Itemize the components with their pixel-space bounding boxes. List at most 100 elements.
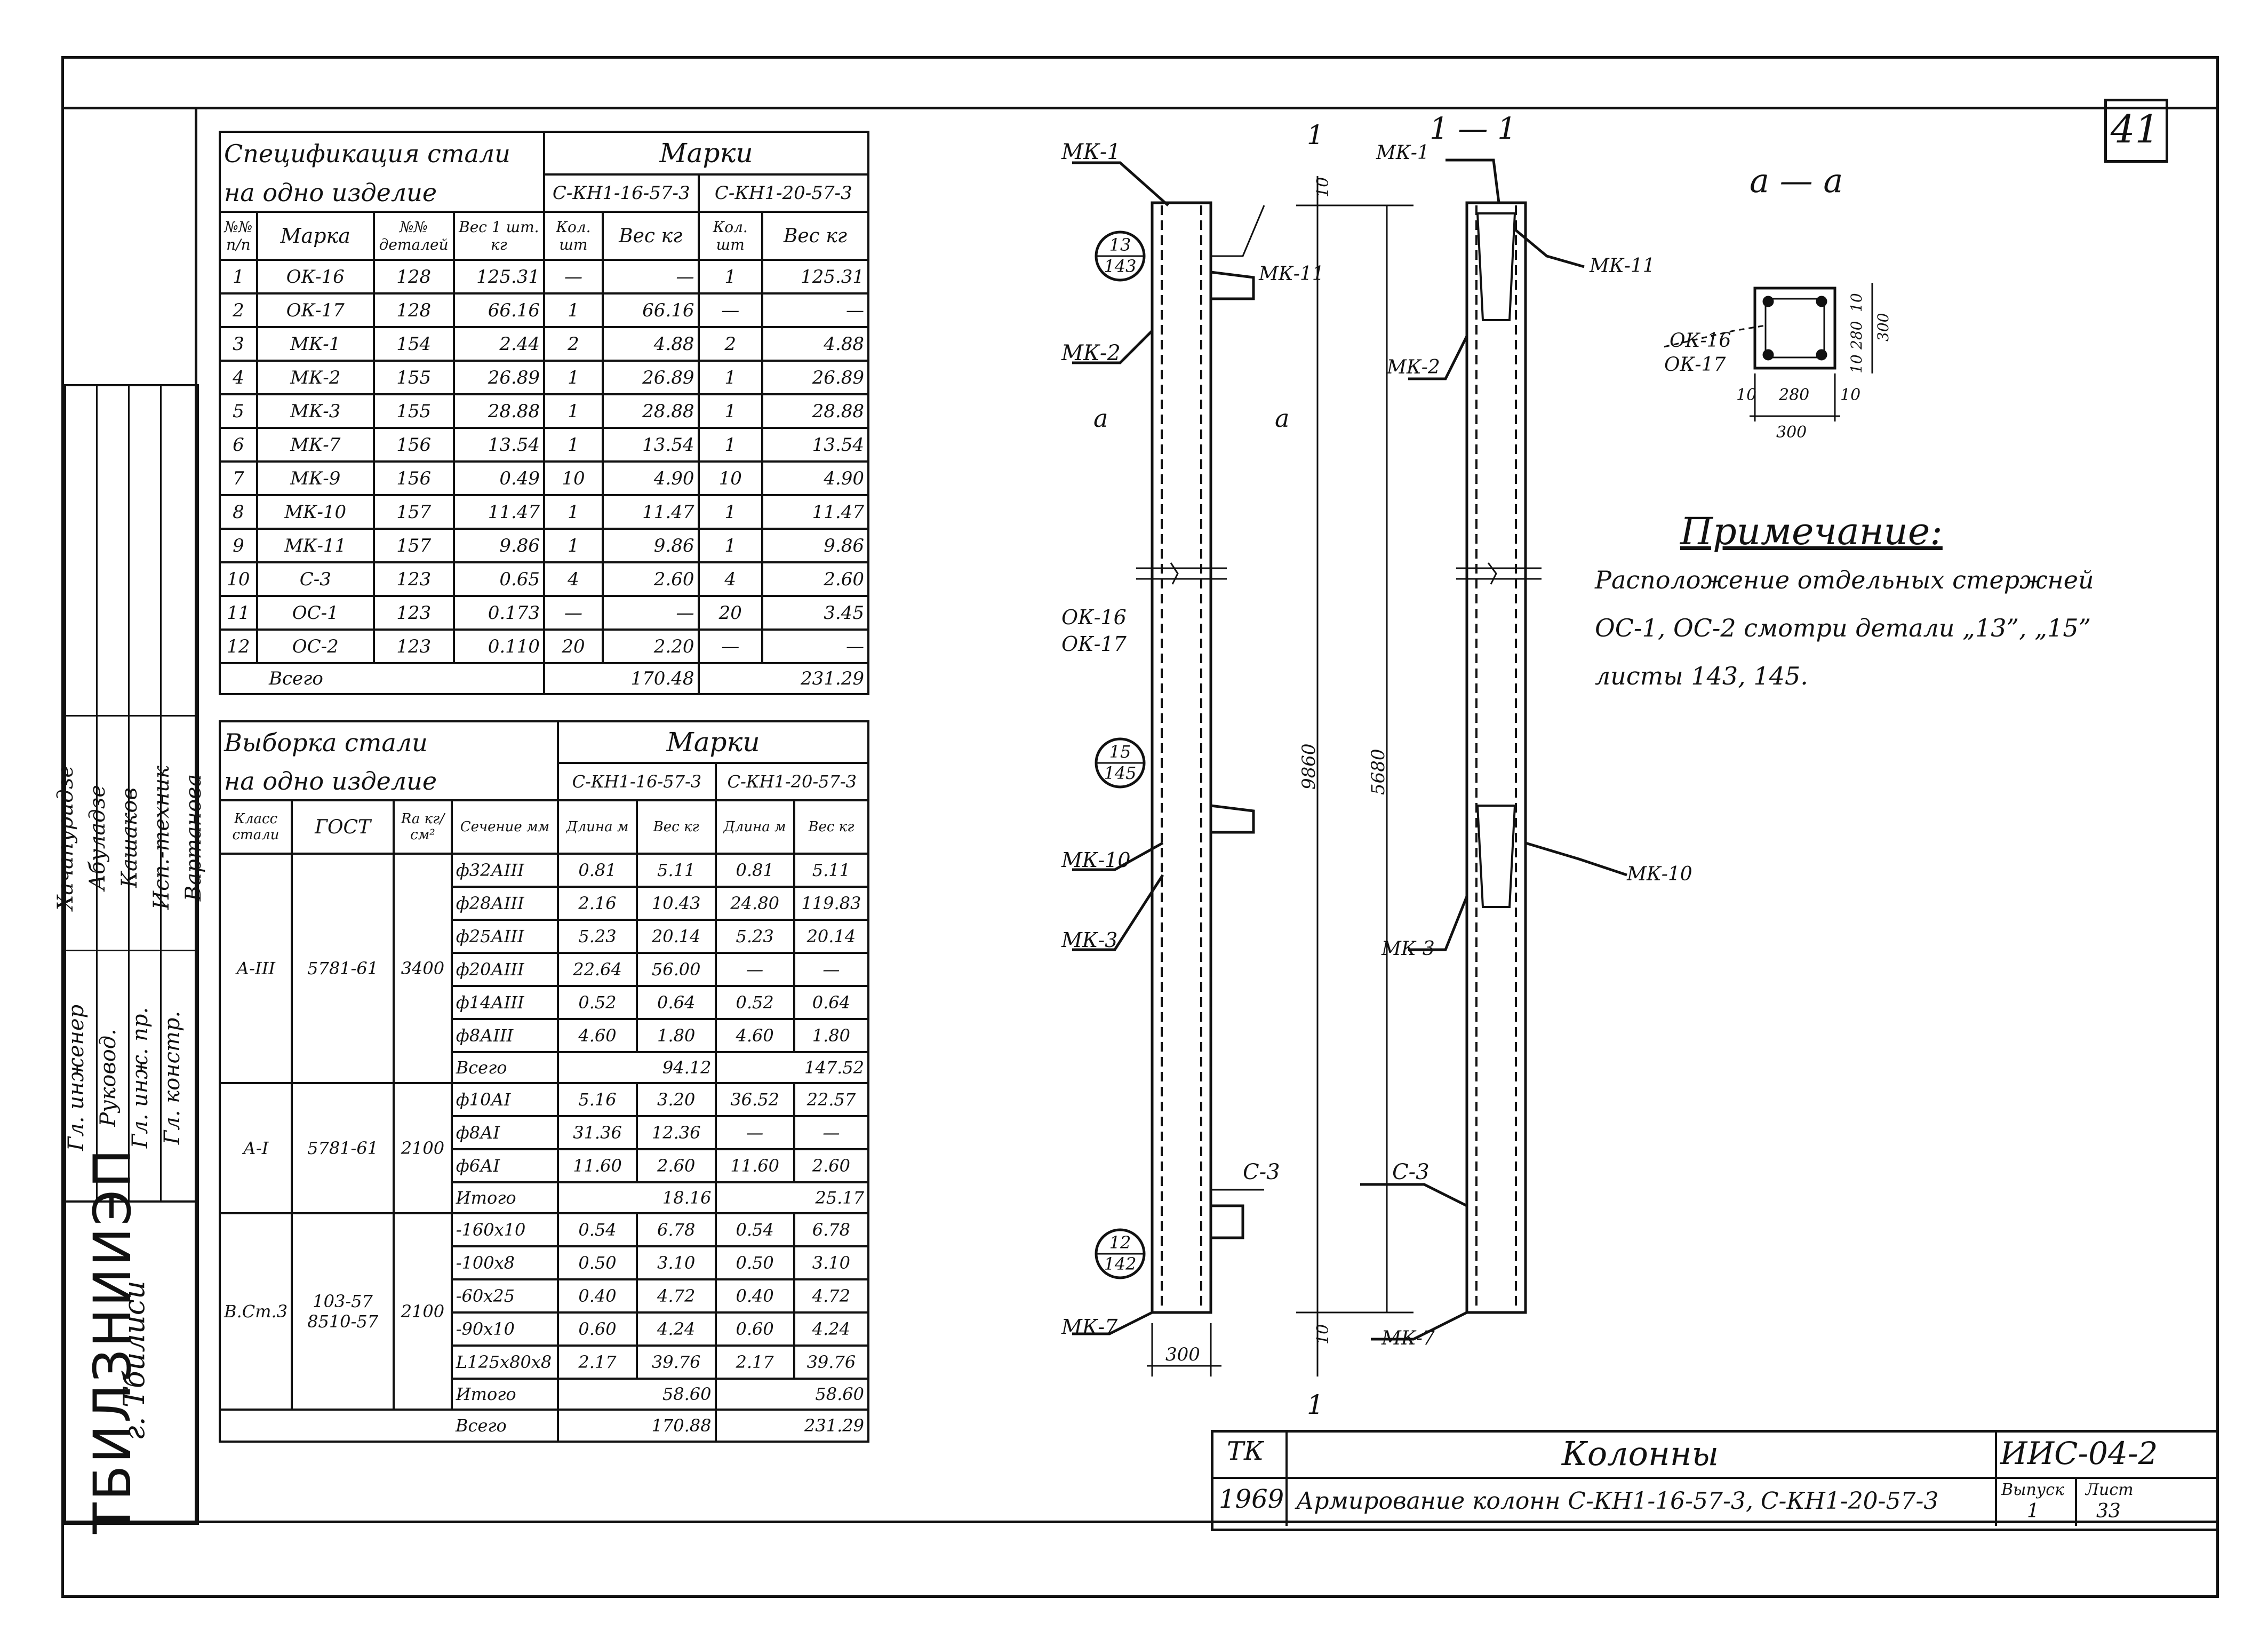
spec-cell-wt1: —: [601, 259, 700, 295]
label-mk2-b: МК-2: [1386, 356, 1440, 378]
spec-cell-wt2: —: [761, 628, 870, 664]
spec-cell-wt2: 11.47: [761, 494, 870, 530]
label-mk7: МК-7: [1061, 1315, 1118, 1339]
spec-col-weight1: Вес 1 шт. кг: [452, 211, 546, 261]
title-block: [1211, 1430, 2219, 1531]
spec-title-2: на одно изделие: [218, 174, 546, 213]
sel-sum-2: 25.17: [714, 1181, 869, 1214]
spec-cell-wt2: 9.86: [761, 528, 870, 563]
column-elevation-1: [1151, 201, 1212, 1314]
corbel-upper: [1210, 270, 1255, 300]
spec-cell-q1: 1: [543, 393, 604, 429]
sel-sum-2: 147.52: [714, 1051, 869, 1084]
label-mk3: МК-3: [1061, 928, 1117, 952]
spec-cell-mark: ОС-2: [255, 628, 375, 664]
sel-cell-l1: 2.16: [557, 886, 638, 921]
label-ok16-s: ОК-16: [1670, 330, 1731, 352]
spec-cell-wt2: 26.89: [761, 360, 870, 395]
cut-mark-bottom: 1: [1307, 1389, 1324, 1420]
label-a-right: а: [1275, 404, 1289, 433]
stamp-role-1: Руковод.: [96, 1029, 121, 1127]
sel-col-len: Длина м: [557, 799, 638, 855]
spec-cell-q2: 1: [697, 259, 763, 295]
sel-cell-l1: 4.60: [557, 1018, 638, 1053]
spec-cell-w1: 66.16: [452, 292, 546, 328]
spec-cell-n: 10: [219, 561, 258, 597]
spec-col-detail: №№ деталей: [372, 211, 455, 261]
sel-cell-l2: 0.54: [714, 1212, 795, 1247]
spec-cell-wt1: 9.86: [601, 528, 700, 563]
spec-cell-q1: 10: [543, 460, 604, 496]
callout-1-top: 13: [1109, 235, 1131, 255]
spec-total-label: Всего: [218, 662, 546, 695]
left-stamp: [64, 384, 199, 1525]
sel-cell-l2: 11.60: [714, 1148, 795, 1183]
sel-cell-w1: 1.80: [635, 1018, 717, 1053]
tb-title: Колонны: [1561, 1434, 1719, 1473]
sel-title-2: на одно изделие: [218, 763, 560, 801]
callout-3-bottom: 142: [1104, 1254, 1136, 1274]
sel-cell-l1: 0.60: [557, 1311, 638, 1347]
spec-cell-wt1: 2.60: [601, 561, 700, 597]
sel-grand-label: Всего: [218, 1409, 560, 1443]
sel-cell-l2: 5.23: [714, 919, 795, 954]
sel-cell-w1: 10.43: [635, 886, 717, 921]
sel-cell-l1: 0.52: [557, 985, 638, 1020]
sel-cell-sec: ф20АIII: [450, 952, 560, 987]
sel-cell-w1: 56.00: [635, 952, 717, 987]
sel-cell-l2: —: [714, 952, 795, 987]
spec-total-2: 231.29: [697, 662, 869, 695]
sel-cell-l2: 0.60: [714, 1311, 795, 1347]
sel-mark-2: С-КН1-20-57-3: [714, 762, 869, 801]
sel-cell-sec: ф28АIII: [450, 886, 560, 921]
sel-cls: А-III: [218, 853, 293, 1084]
dim-s-v-300: 300: [1874, 313, 1892, 341]
sel-cell-w1: 2.60: [635, 1148, 717, 1183]
spec-mark-1: С-КН1-16-57-3: [543, 173, 700, 213]
sel-cell-w1: 6.78: [635, 1212, 717, 1247]
tb-code: ИИС-04-2: [2000, 1435, 2158, 1471]
spec-cell-q2: 1: [697, 528, 763, 563]
spec-cell-q2: —: [697, 292, 763, 328]
sel-gost: 5781-61: [291, 853, 395, 1084]
spec-cell-n: 7: [219, 460, 258, 496]
dim-10-bottom: 10: [1314, 1324, 1332, 1344]
bottom-strip-line: [61, 1521, 2216, 1523]
sel-marks-header: Марки: [557, 720, 869, 764]
sheet-frame: [61, 56, 2219, 1598]
sel-cell-l2: 0.40: [714, 1278, 795, 1314]
spec-cell-wt2: —: [761, 292, 870, 328]
spec-cell-mark: МК-9: [255, 460, 375, 496]
sheet-number: 41: [2110, 107, 2160, 152]
label-mk11: МК-11: [1258, 263, 1324, 285]
section-11-title: 1 — 1: [1430, 112, 1516, 146]
sel-cell-l1: 22.64: [557, 952, 638, 987]
sel-cell-w1: 20.14: [635, 919, 717, 954]
spec-cell-n: 3: [219, 326, 258, 362]
label-ok17: ОК-17: [1061, 632, 1127, 656]
sel-cell-l2: 0.50: [714, 1245, 795, 1280]
sel-ra: 2100: [393, 1212, 453, 1411]
spec-col-weight: Вес кг: [601, 211, 700, 261]
spec-cell-q2: —: [697, 628, 763, 664]
spec-cell-wt1: 26.89: [601, 360, 700, 395]
stamp-role-2: Гл. инж. пр.: [128, 1007, 153, 1149]
stamp-role-0: Гл. инженер: [64, 1004, 89, 1151]
spec-cell-detail: 157: [372, 528, 455, 563]
sel-cell-l1: 0.50: [557, 1245, 638, 1280]
note-line-1: Расположение отдельных стержней: [1595, 566, 2094, 594]
sel-cell-w2: 2.60: [793, 1148, 870, 1183]
dim-s-300: 300: [1776, 423, 1807, 442]
label-mk2: МК-2: [1061, 341, 1121, 365]
spec-cell-q2: 10: [697, 460, 763, 496]
